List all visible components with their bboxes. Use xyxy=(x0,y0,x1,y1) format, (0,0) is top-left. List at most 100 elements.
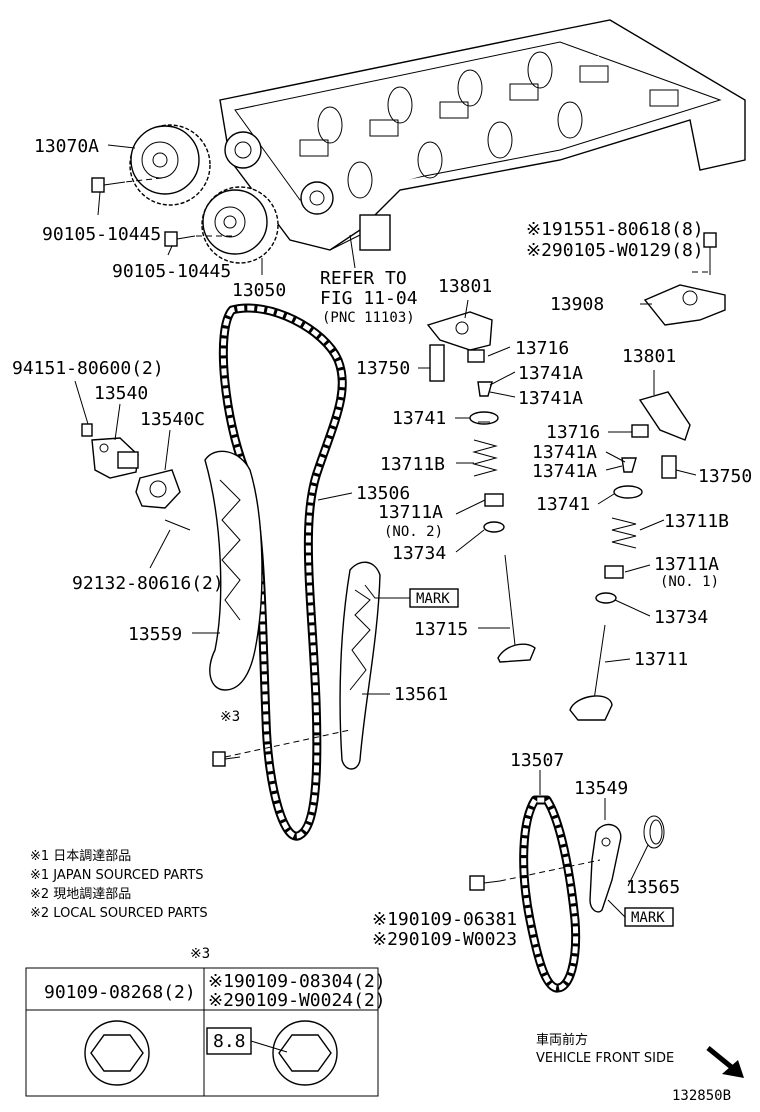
label-ref3-a: ※3 xyxy=(220,709,240,725)
cylinder-head-drawing xyxy=(219,19,746,251)
bolt-head-hex-plain xyxy=(84,1020,150,1086)
front-label-jp: 車両前方 xyxy=(536,1032,588,1048)
table-bolt-grade-value: 8.8 xyxy=(213,1031,246,1052)
label-13506: 13506 xyxy=(356,483,410,504)
label-13711B-b: 13711B xyxy=(664,511,729,532)
label-90105-10445-b: 90105-10445 xyxy=(112,261,231,282)
valve-spring-seat-13711A-left xyxy=(484,493,504,507)
chain-tensioner-13540 xyxy=(91,437,139,479)
label-13750-a: 13750 xyxy=(356,358,410,379)
label-13565: 13565 xyxy=(626,877,680,898)
bolt-reference-table xyxy=(25,967,379,1097)
label-90109-06381: ※190109-06381 xyxy=(372,909,517,930)
leader-lines xyxy=(74,144,712,918)
chain-slipper-guide-13559 xyxy=(204,450,263,691)
mark-label-damper: MARK xyxy=(416,591,450,607)
bolt-90109-06381 xyxy=(469,875,501,891)
mark-box-plate xyxy=(624,907,674,927)
spring-retainer-13741-right xyxy=(613,485,643,499)
table-col2-header-line2: ※290109-W0024(2) xyxy=(208,990,386,1011)
valve-stem-cap-13716-left xyxy=(467,349,485,363)
label-13507: 13507 xyxy=(510,750,564,771)
label-13741A-1: 13741A xyxy=(518,363,583,384)
note-local-en: ※2 LOCAL SOURCED PARTS xyxy=(30,906,208,921)
valve-spring-seat-13711A-right xyxy=(604,565,624,579)
label-refer-line3: (PNC 11103) xyxy=(322,310,415,326)
chain-vibration-damper-13561 xyxy=(339,561,381,770)
label-92132-80616: 92132-80616(2) xyxy=(72,573,224,594)
note-local-jp: ※2 現地調達部品 xyxy=(30,887,131,902)
label-13711A-a-sub: (NO. 2) xyxy=(384,524,443,540)
intake-valve-13711 xyxy=(569,624,613,721)
vehicle-front-arrow-icon xyxy=(706,1046,744,1078)
label-13741A-3: 13741A xyxy=(532,442,597,463)
valve-stem-seal-13734-right xyxy=(595,592,617,604)
label-13716-a: 13716 xyxy=(515,338,569,359)
label-13715: 13715 xyxy=(414,619,468,640)
front-label-en: VEHICLE FRONT SIDE xyxy=(536,1051,674,1066)
label-refer-line1: REFER TO xyxy=(320,268,407,289)
spring-retainer-13741-left xyxy=(469,411,499,425)
tensioner-gasket-13540C xyxy=(135,469,181,509)
label-13050: 13050 xyxy=(232,280,286,301)
label-13741-b: 13741 xyxy=(536,494,590,515)
rocker-arm-13801-right xyxy=(638,391,691,441)
lash-adjuster-13750-right xyxy=(661,455,677,479)
note-japan-en: ※1 JAPAN SOURCED PARTS xyxy=(30,868,204,883)
label-13711A-a: 13711A xyxy=(378,502,443,523)
label-13741A-2: 13741A xyxy=(518,388,583,409)
label-13559: 13559 xyxy=(128,624,182,645)
chain-tensioner-plate-13549 xyxy=(589,823,622,913)
diagram-id: 132850B xyxy=(672,1088,731,1104)
label-ref3-b: ※3 xyxy=(190,946,210,962)
tension-spring-13565 xyxy=(643,815,665,849)
label-13549: 13549 xyxy=(574,778,628,799)
bolt-ref3-damper xyxy=(212,751,241,767)
bolt-90105-10445-upper xyxy=(91,177,126,193)
label-13741A-4: 13741A xyxy=(532,461,597,482)
label-13716-b: 13716 xyxy=(546,422,600,443)
label-13711A-b: 13711A xyxy=(654,554,719,575)
label-90105-10445-a: 90105-10445 xyxy=(42,224,161,245)
label-refer-line2: FIG 11-04 xyxy=(320,288,418,309)
note-japan-jp: ※1 日本調達部品 xyxy=(30,849,131,864)
label-13540: 13540 xyxy=(94,383,148,404)
table-col2-header-line1: ※190109-08304(2) xyxy=(208,971,386,992)
label-13711A-b-sub: (NO. 1) xyxy=(660,574,719,590)
valve-stem-cap-13716-right xyxy=(631,424,649,438)
valve-keeper-13741A-right xyxy=(621,457,637,473)
bolt-91551-80618 xyxy=(703,232,717,262)
valve-spring-13711B-right xyxy=(611,517,637,549)
bolt-94151-80600 xyxy=(81,423,93,437)
label-13711B-a: 13711B xyxy=(380,454,445,475)
mark-box-damper xyxy=(409,588,459,608)
label-13750-b: 13750 xyxy=(698,466,752,487)
label-13908: 13908 xyxy=(550,294,604,315)
bolt-head-hex-marked xyxy=(206,1020,338,1086)
label-13801-a: 13801 xyxy=(438,276,492,297)
label-90105-W0129: ※290105-W0129(8) xyxy=(526,240,704,261)
rocker-arm-13801-left xyxy=(426,311,493,351)
label-13734-b: 13734 xyxy=(654,607,708,628)
label-94151-80600: 94151-80600(2) xyxy=(12,358,164,379)
label-13741-a: 13741 xyxy=(392,408,446,429)
label-91551-80618: ※191551-80618(8) xyxy=(526,219,704,240)
valve-stem-seal-13734-left xyxy=(483,521,505,533)
label-13070A: 13070A xyxy=(34,136,99,157)
exhaust-valve-13715 xyxy=(497,554,536,663)
oil-pump-chain-13507 xyxy=(519,795,581,993)
label-13561: 13561 xyxy=(394,684,448,705)
mark-label-plate: MARK xyxy=(631,910,665,926)
cam-timing-gear-13070A xyxy=(129,124,211,206)
camshaft-bearing-cap-13908 xyxy=(643,284,726,326)
label-13540C: 13540C xyxy=(140,409,205,430)
lash-adjuster-13750-left xyxy=(429,344,445,382)
label-13734-a: 13734 xyxy=(392,543,446,564)
cam-timing-gear-13050 xyxy=(201,186,279,264)
label-90109-W0023: ※290109-W0023 xyxy=(372,929,517,950)
label-13711: 13711 xyxy=(634,649,688,670)
valve-spring-13711B-left xyxy=(472,439,498,477)
stud-92132-80616 xyxy=(164,519,191,531)
label-13801-b: 13801 xyxy=(622,346,676,367)
